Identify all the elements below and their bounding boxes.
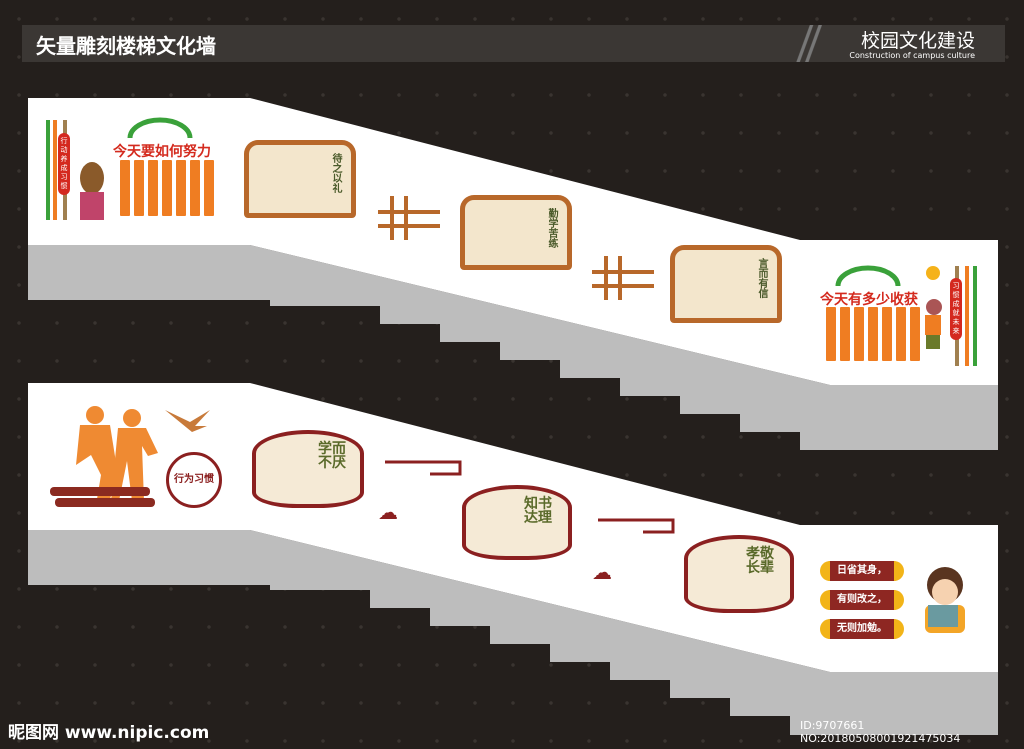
text-column [190,160,200,216]
cloud-icon: ☁ [378,500,398,524]
pole [973,266,977,366]
pole [53,120,57,220]
fan-title: 学而不厌 [318,441,346,471]
book-panel: 勤学苦练 [460,195,572,270]
text-column [826,307,836,361]
fan-panel: 知书达理 [462,485,572,560]
fan-panel: 孝敬长辈 [684,535,794,613]
book-stack [50,487,155,507]
header-right-subtitle: Construction of campus culture [849,51,975,60]
green-arch-icon [127,117,193,139]
owl-figure [80,162,104,220]
motto-line: 无则加勉。 [820,619,904,639]
text-column [840,307,850,361]
text-column [896,307,906,361]
fan-panel: 学而不厌 [252,430,364,508]
birds-icon [165,410,210,432]
watermark-id: ID:9707661 NO:20180508001921475034 [800,719,961,745]
cloud-icon: ☁ [592,560,612,584]
text-column [882,307,892,361]
girl-reading-figure [925,567,965,633]
green-arch-icon [835,265,901,287]
book-title: 言而有信 [756,258,767,298]
text-column [868,307,878,361]
motto-line: 有则改之， [820,590,904,610]
seal-emblem: 行为习惯 [166,452,222,508]
book-panel: 言而有信 [670,245,782,323]
ribbon-ornament [385,460,675,534]
panel-heading: 今天有多少收获 [820,292,918,308]
runners-silhouette [76,406,158,505]
fan-title: 知书达理 [524,496,552,526]
panel-heading: 今天要如何努力 [113,144,211,160]
header-title: 矢量雕刻楼梯文化墙 [36,34,216,58]
text-column [910,307,920,361]
kid-figure [925,299,942,349]
header-divider [792,25,822,62]
text-column [204,160,214,216]
book-title: 勤学苦练 [546,208,557,248]
motto-line: 日省其身， [820,561,904,581]
pole [46,120,50,220]
lower-stairs [28,530,998,735]
book-panel: 待之以礼 [244,140,356,218]
text-column [854,307,864,361]
vertical-label: 行动养成习惯 [58,133,70,195]
watermark-site: 昵图网 www.nipic.com [8,723,210,743]
header-right-title: 校园文化建设 [860,30,975,52]
lattice-ornament [378,196,654,300]
text-column [120,160,130,216]
text-column [134,160,144,216]
vertical-label: 习惯成就未来 [950,278,962,340]
sun-icon [926,266,940,280]
text-column [176,160,186,216]
upper-stairs [28,245,998,450]
text-column [162,160,172,216]
book-title: 待之以礼 [330,153,341,193]
fan-title: 孝敬长辈 [746,546,774,576]
text-column [148,160,158,216]
pole [965,266,969,366]
